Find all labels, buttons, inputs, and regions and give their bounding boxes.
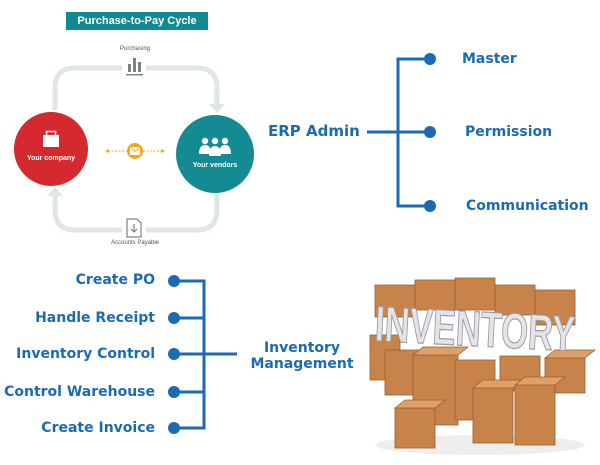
erp-node-dot bbox=[424, 53, 436, 65]
loop-bottom-left bbox=[52, 196, 122, 233]
inventory-boxes-illustration bbox=[369, 277, 597, 455]
inventory-tree-lines bbox=[174, 279, 237, 430]
erp-item-permission: Permission bbox=[465, 124, 553, 140]
company-node bbox=[14, 112, 88, 186]
users-group-icon bbox=[199, 137, 231, 156]
loop-top-right bbox=[146, 65, 220, 104]
envelope-icon bbox=[130, 147, 140, 155]
inventory-node-dot bbox=[168, 348, 180, 360]
p2p-title: Purchase-to-Pay Cycle bbox=[66, 12, 208, 30]
inventory-item-create-po: Create PO bbox=[75, 272, 155, 288]
inventory-word-art: INVENTORY bbox=[374, 296, 577, 362]
erp-item-communication: Communication bbox=[466, 198, 589, 214]
erp-admin-root: ERP Admin bbox=[268, 122, 360, 140]
inventory-node-dot bbox=[168, 312, 180, 324]
company-label: Your company bbox=[26, 155, 76, 162]
purchasing-label: Purchasing bbox=[119, 46, 151, 52]
cycle-loop bbox=[52, 65, 220, 233]
erp-item-master: Master bbox=[462, 51, 517, 67]
accounts-payable-label: Accounts Payable bbox=[110, 240, 160, 246]
arrow-right-icon bbox=[161, 149, 165, 153]
inventory-node-dot bbox=[168, 386, 180, 398]
inventory-management-root: Inventory Management bbox=[250, 340, 354, 372]
inventory-root-line2: Management bbox=[250, 356, 354, 372]
inventory-item-handle-receipt: Handle Receipt bbox=[35, 310, 155, 326]
inventory-root-line1: Inventory bbox=[263, 340, 341, 356]
document-download-icon bbox=[126, 218, 142, 238]
loop-bottom-right bbox=[146, 192, 220, 233]
briefcase-icon bbox=[43, 130, 59, 147]
arrow-up-icon bbox=[47, 187, 63, 196]
arrow-left-icon bbox=[105, 149, 109, 153]
bar-chart-icon bbox=[126, 58, 143, 76]
erp-tree-lines bbox=[367, 57, 430, 208]
inventory-item-create-invoice: Create Invoice bbox=[41, 420, 155, 436]
inventory-item-inventory-control: Inventory Control bbox=[16, 346, 155, 362]
inventory-item-control-warehouse: Control Warehouse bbox=[4, 384, 155, 400]
arrow-down-icon bbox=[209, 104, 225, 113]
loop-top-left bbox=[52, 65, 122, 110]
erp-node-dot bbox=[424, 126, 436, 138]
inventory-node-dot bbox=[168, 275, 180, 287]
erp-node-dot bbox=[424, 200, 436, 212]
vendors-label: Your vendors bbox=[192, 162, 238, 169]
inventory-node-dot bbox=[168, 422, 180, 434]
